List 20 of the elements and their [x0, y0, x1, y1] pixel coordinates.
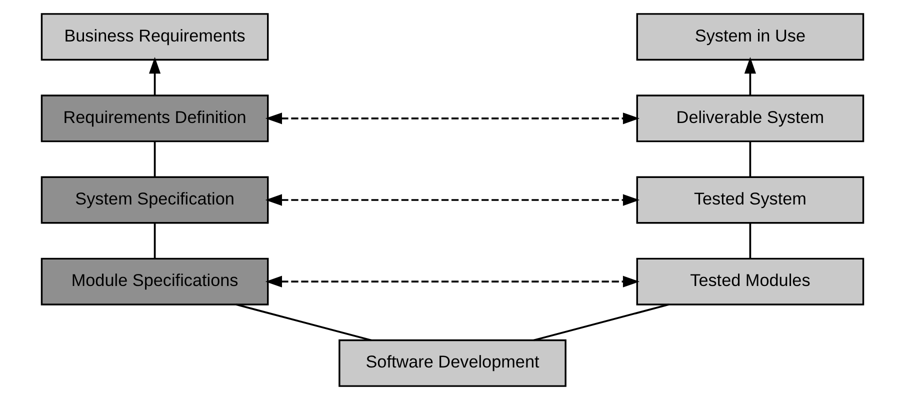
node-box: Tested System — [636, 176, 864, 224]
node-box: Business Requirements — [40, 13, 269, 61]
arrow — [148, 56, 161, 96]
arrow — [265, 112, 640, 124]
node-box: Module Specifications — [40, 258, 269, 306]
connector — [154, 141, 156, 178]
node-box: Requirements Definition — [40, 94, 269, 142]
node-box: System Specification — [40, 176, 269, 224]
arrow — [265, 194, 640, 206]
connector — [236, 304, 372, 342]
connector — [749, 222, 752, 259]
arrow — [744, 56, 756, 96]
node-box: Deliverable System — [636, 94, 864, 142]
connector — [154, 222, 156, 259]
node-box: Software Development — [338, 339, 566, 387]
node-box: Tested Modules — [636, 258, 864, 306]
node-box: System in Use — [636, 13, 864, 61]
connector — [749, 141, 752, 178]
arrow — [265, 276, 640, 288]
connector — [534, 304, 670, 342]
